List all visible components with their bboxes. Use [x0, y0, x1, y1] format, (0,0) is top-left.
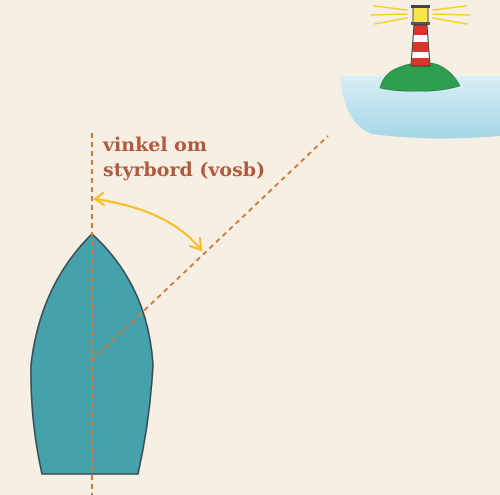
island-icon	[380, 63, 460, 92]
angle-arc-arrow-icon	[95, 193, 201, 250]
angle-label: vinkel om styrbord (vosb)	[103, 133, 323, 183]
lighthouse-icon	[371, 5, 470, 66]
angle-label-line2: styrbord (vosb)	[103, 158, 323, 183]
angle-label-line1: vinkel om	[103, 133, 323, 158]
